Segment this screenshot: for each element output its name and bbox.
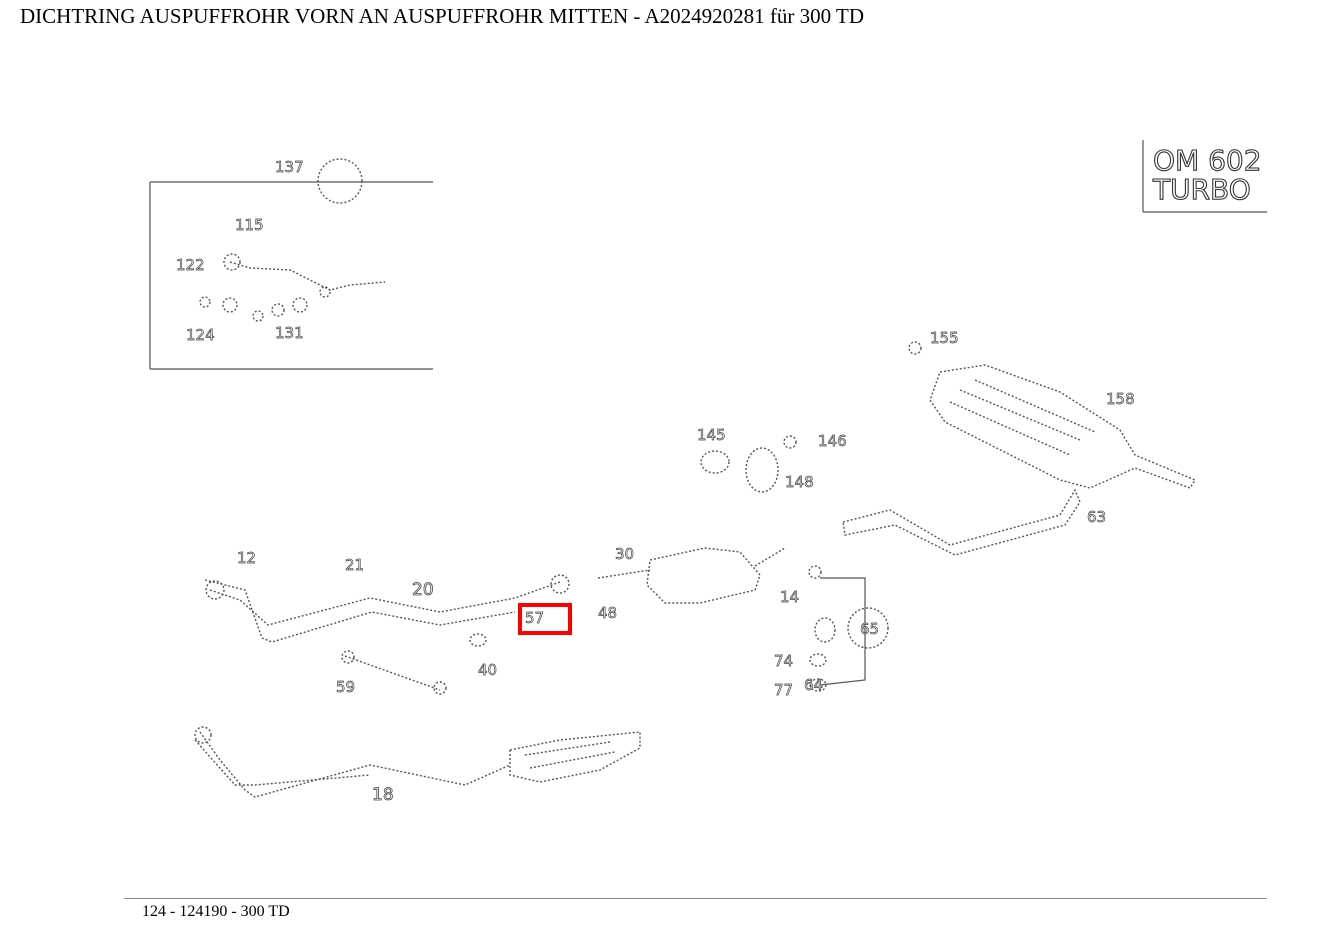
inset-detail: 137 115 122 124 131 [149, 158, 433, 370]
label-48: 48 [598, 604, 617, 622]
label-137: 137 [275, 158, 304, 176]
rubber-mounts: 145 146 148 [697, 426, 847, 493]
engine-label-line2: TURBO [1152, 173, 1251, 206]
rear-pipe [842, 488, 1081, 556]
middle-silencer: 30 [597, 545, 786, 604]
label-40: 40 [478, 661, 497, 679]
label-14: 14 [780, 588, 799, 606]
label-115: 115 [235, 216, 264, 234]
footer-divider [124, 898, 1267, 899]
bracket-assembly: 65 14 74 77 64 [774, 565, 889, 699]
label-158: 158 [1106, 390, 1135, 408]
label-74: 74 [774, 652, 793, 670]
rear-silencer: 155 158 63 [908, 329, 1197, 526]
label-57: 57 [525, 609, 544, 627]
engine-label-box: OM 602 TURBO [1142, 140, 1267, 213]
lower-pipe-catalyst: 18 [194, 726, 641, 805]
page-title: DICHTRING AUSPUFFROHR VORN AN AUSPUFFROH… [20, 4, 864, 28]
label-30: 30 [615, 545, 634, 563]
footer-model-info: 124 - 124190 - 300 TD [142, 903, 290, 920]
label-12: 12 [237, 549, 256, 567]
label-64: 64 [804, 676, 823, 694]
engine-label-line1: OM 602 [1153, 144, 1262, 177]
label-146: 146 [818, 432, 847, 450]
label-77: 77 [774, 681, 793, 699]
label-65: 65 [860, 620, 879, 638]
label-155: 155 [930, 329, 959, 347]
label-131: 131 [275, 324, 304, 342]
label-20: 20 [412, 580, 434, 600]
label-122: 122 [176, 256, 205, 274]
label-59: 59 [336, 678, 355, 696]
label-145: 145 [697, 426, 726, 444]
label-148: 148 [785, 473, 814, 491]
highlight-box [518, 603, 572, 635]
label-124: 124 [186, 326, 215, 344]
label-63: 63 [1087, 508, 1106, 526]
label-18: 18 [372, 785, 394, 805]
highlighted-seal-ring: 57 [518, 603, 572, 635]
front-pipe: 12 21 20 40 48 59 [204, 549, 617, 696]
label-21: 21 [345, 556, 364, 574]
